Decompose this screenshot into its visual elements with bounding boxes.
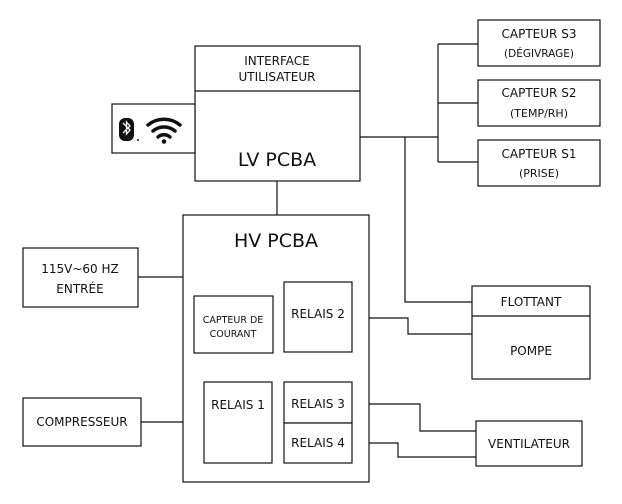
wire-relay3-to-fan [352, 403, 476, 432]
power-input-box [22, 247, 139, 308]
pump-label: POMPE [510, 344, 552, 358]
interface-label-line2: UTILISATEUR [238, 70, 315, 84]
sensor-s3-name: CAPTEUR S3 [502, 27, 577, 41]
wire-lv-to-float [404, 137, 472, 303]
power-input-line1: 115V~60 HZ [41, 262, 119, 276]
sensor-s1-box [477, 139, 601, 187]
relay-3-box [283, 381, 353, 424]
fan-label: VENTILATEUR [488, 437, 570, 451]
compressor-label: COMPRESSEUR [36, 415, 127, 429]
sensor-s2-box [477, 79, 601, 127]
pump-unit-box [471, 285, 591, 380]
wire-relay4-to-fan [352, 442, 476, 458]
current-sensor-box [193, 295, 274, 354]
relay-2-box [283, 281, 353, 353]
relay-4-label: RELAIS 4 [291, 436, 345, 450]
power-input-line2: ENTRÉE [56, 281, 103, 296]
relay-1-box [203, 381, 273, 464]
compressor-box [22, 397, 142, 447]
current-sensor-line1: CAPTEUR DE [203, 315, 264, 326]
sensor-s3-detail: (DÉGIVRAGE) [504, 47, 574, 60]
sensor-s2-detail: (TEMP/RH) [510, 107, 568, 120]
sensor-s2-name: CAPTEUR S2 [502, 86, 577, 100]
bluetooth-dot [137, 139, 139, 141]
hv-pcba-label: HV PCBA [234, 230, 318, 252]
float-switch-label: FLOTTANT [501, 295, 562, 309]
lv-pcba-label: LV PCBA [238, 149, 316, 171]
sensor-s1-name: CAPTEUR S1 [502, 147, 577, 161]
wifi-icon [146, 117, 182, 144]
interface-label-line1: INTERFACE [244, 54, 310, 68]
current-sensor-line2: COURANT [210, 329, 257, 340]
fan-box [475, 420, 583, 467]
bluetooth-icon [119, 118, 134, 141]
wires [138, 43, 478, 458]
lv-pcba-box [194, 45, 361, 182]
relay-3-label: RELAIS 3 [291, 397, 345, 411]
relay-2-label: RELAIS 2 [291, 307, 345, 321]
sensor-s3-box [477, 19, 601, 67]
wire-relay2-to-pump [352, 317, 472, 335]
sensor-s1-detail: (PRISE) [519, 167, 559, 180]
relay-4-box [283, 422, 353, 464]
relay-1-label: RELAIS 1 [211, 398, 265, 412]
